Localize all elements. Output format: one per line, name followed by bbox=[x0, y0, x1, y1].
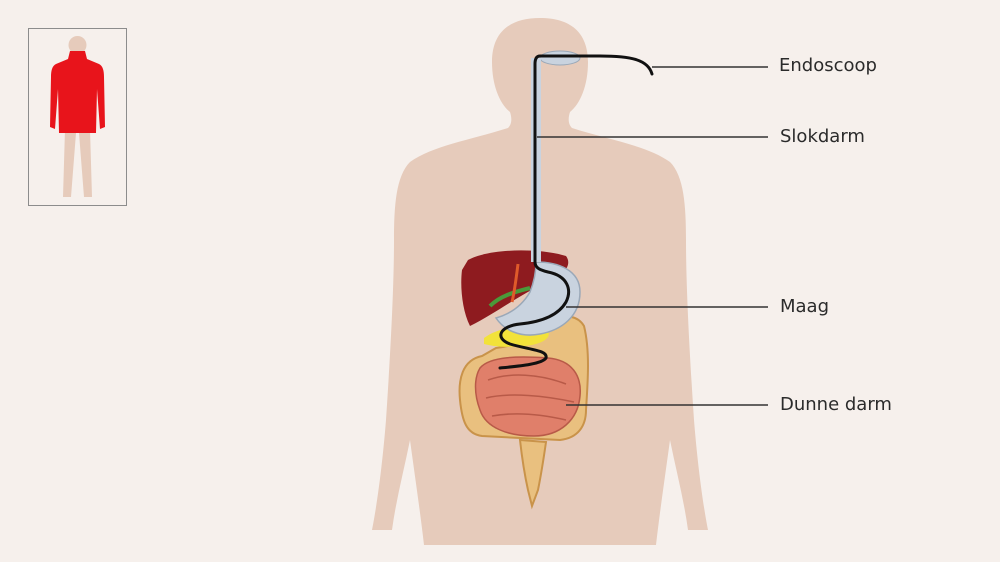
small-intestine-icon bbox=[474, 356, 581, 437]
label-endoscope: Endoscoop bbox=[779, 55, 877, 76]
locator-legs bbox=[63, 129, 92, 197]
locator-head bbox=[68, 36, 87, 54]
locator-figure-icon bbox=[50, 36, 105, 197]
bile-duct bbox=[510, 263, 520, 303]
body-locator-thumbnail bbox=[28, 28, 127, 206]
locator-torso-highlight bbox=[50, 51, 105, 133]
stomach-icon bbox=[494, 261, 581, 336]
mouth-cavity bbox=[539, 50, 581, 66]
label-esophagus: Slokdarm bbox=[780, 126, 865, 147]
endoscope-tube-icon bbox=[498, 54, 654, 370]
label-small-intestine: Dunne darm bbox=[780, 394, 892, 415]
label-stomach: Maag bbox=[780, 296, 830, 317]
gallbladder-icon bbox=[488, 286, 531, 308]
